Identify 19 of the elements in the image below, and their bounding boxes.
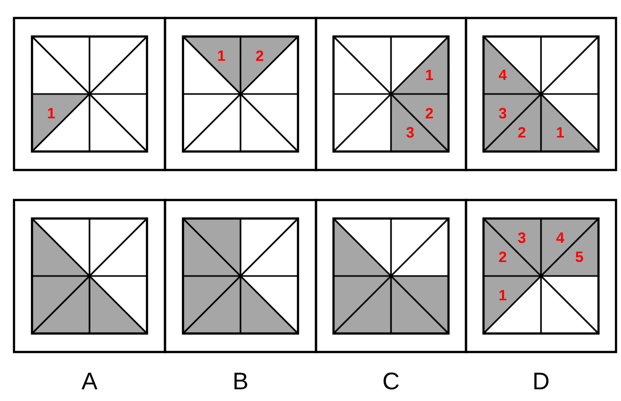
region-number: 3 (498, 108, 506, 118)
option-letter: B (234, 372, 248, 390)
option-letter: A (82, 372, 98, 390)
region-number: 1 (48, 108, 55, 118)
region-number: 3 (406, 127, 414, 138)
region-number: 4 (556, 232, 564, 243)
region-number: 2 (426, 108, 433, 118)
region-number: 1 (426, 70, 434, 80)
region-number: 2 (499, 252, 506, 262)
region-number: 4 (498, 70, 507, 80)
region-number: 2 (518, 127, 526, 138)
option-letter: C (384, 372, 399, 390)
region-number: 1 (499, 290, 506, 300)
region-number: 1 (218, 50, 226, 61)
region-number: 1 (556, 127, 564, 138)
region-number: 3 (518, 232, 526, 243)
region-number: 5 (576, 252, 584, 262)
region-number: 2 (256, 50, 264, 61)
option-letter: D (534, 372, 548, 390)
